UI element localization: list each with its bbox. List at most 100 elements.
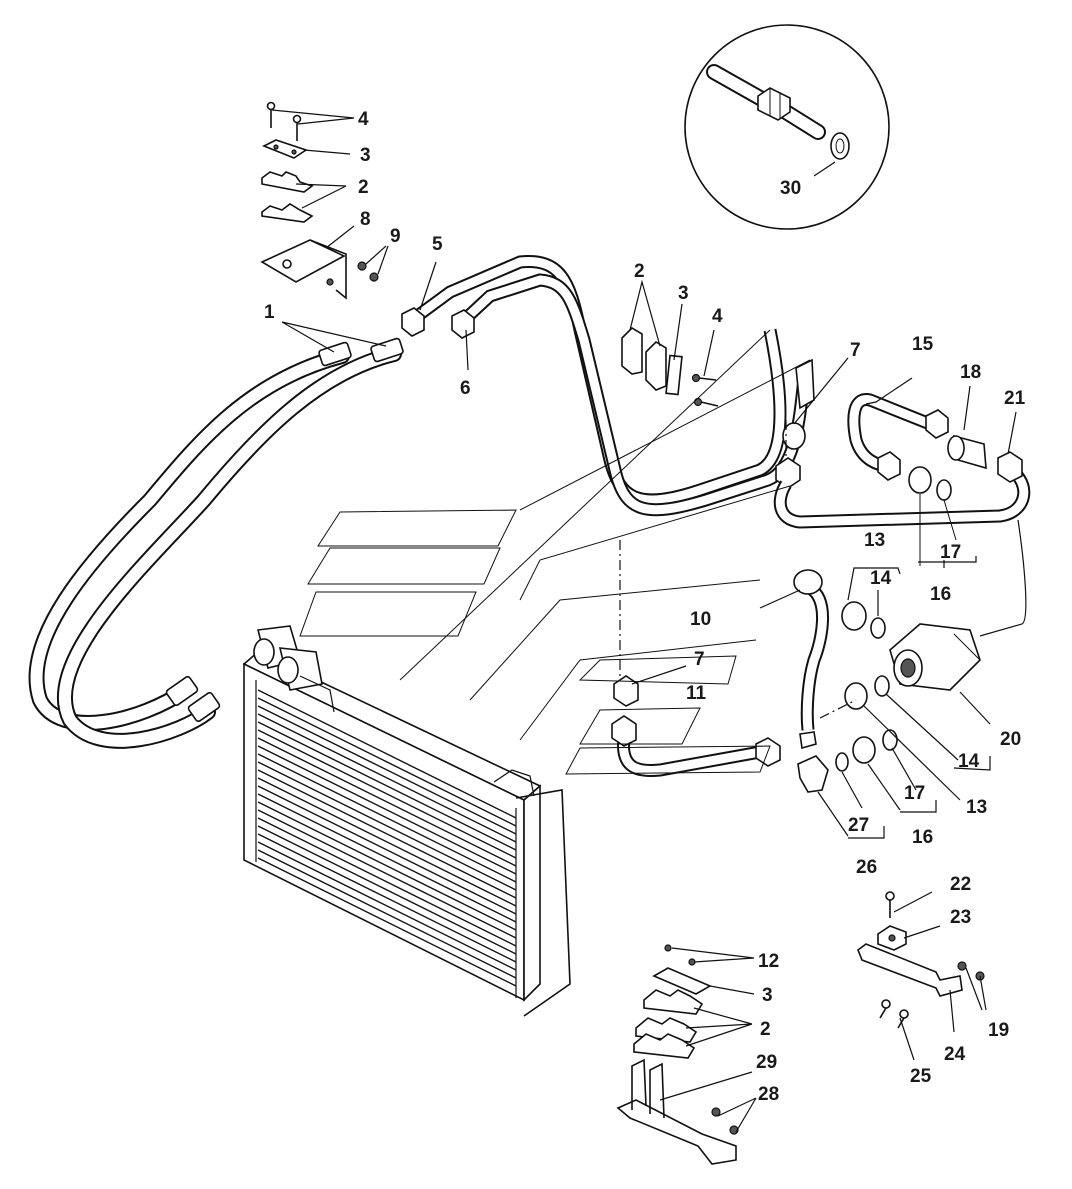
callout-27: 27 — [848, 815, 869, 836]
radiator-fin — [257, 801, 517, 931]
pipe-10 — [793, 569, 829, 731]
callout-6: 6 — [460, 378, 471, 399]
radiator-fin — [257, 705, 517, 835]
lower-clamp-assembly — [616, 944, 739, 1165]
leader-lines — [271, 109, 1017, 1133]
callout-24: 24 — [944, 1044, 966, 1065]
radiator-fin — [257, 777, 517, 907]
callout-4: 4 — [712, 306, 723, 327]
callout-9: 9 — [390, 226, 401, 247]
radiator-fin — [257, 825, 517, 955]
fitting-16-upper — [908, 466, 932, 494]
bracket-8 — [260, 239, 347, 300]
seal-ring-30 — [830, 132, 850, 160]
radiator-fin — [257, 761, 517, 891]
nuts-19 — [957, 961, 985, 981]
fitting-13-lower — [844, 682, 868, 710]
radiator-fin — [257, 849, 517, 979]
radiator-fin — [257, 785, 517, 915]
callout-25: 25 — [910, 1066, 932, 1087]
callout-22: 22 — [950, 874, 971, 895]
callout-14: 14 — [958, 751, 980, 772]
screws-9 — [357, 261, 379, 282]
nut-7-lower — [775, 457, 801, 489]
callout-1: 1 — [264, 302, 275, 323]
nut-11 — [611, 715, 637, 747]
screws-4 — [691, 373, 719, 407]
callout-2: 2 — [634, 261, 645, 282]
radiator-fin — [257, 745, 517, 875]
radiator-fin — [257, 689, 517, 819]
callout-13: 13 — [966, 797, 987, 818]
nut-5 — [401, 307, 425, 337]
screws-28 — [711, 1107, 739, 1135]
radiator-fin — [257, 857, 517, 987]
nut-21 — [997, 451, 1023, 483]
callout-8: 8 — [360, 209, 371, 230]
clamp-plate-3 — [262, 139, 308, 159]
clamp-halves-2 — [261, 171, 314, 223]
upper-clamp-assembly — [260, 101, 379, 300]
oil-cooler-radiator — [242, 625, 571, 1017]
callout-12: 12 — [758, 951, 779, 972]
bolts-4 — [266, 101, 302, 141]
nut-7-mid — [613, 675, 639, 707]
ring-17-lower — [882, 729, 898, 751]
elbow-26 — [797, 752, 849, 793]
pipe-11 — [617, 737, 781, 777]
callouts: 4 3 2 8 9 5 1 6 2 3 4 7 15 18 21 30 13 1… — [264, 109, 1026, 1105]
radiator-fin — [257, 817, 517, 947]
ring-14-lower — [874, 675, 890, 697]
bracket-24 — [857, 943, 963, 997]
radiator-fin — [257, 737, 517, 867]
callout-4: 4 — [358, 109, 369, 130]
radiator-fin — [257, 753, 517, 883]
bracket-29 — [616, 1058, 737, 1165]
nut-7-upper — [782, 422, 806, 450]
bolt-22 — [885, 891, 895, 918]
callout-2: 2 — [760, 1019, 771, 1040]
callout-18: 18 — [960, 362, 981, 383]
detail-pipe — [706, 64, 826, 140]
hose-fitting — [165, 337, 404, 723]
callout-28: 28 — [758, 1084, 779, 1105]
callout-7: 7 — [850, 340, 861, 361]
callout-2: 2 — [358, 177, 369, 198]
callout-11: 11 — [686, 683, 707, 704]
radiator-fin — [257, 721, 517, 851]
callout-3: 3 — [360, 145, 371, 166]
callout-20: 20 — [1000, 729, 1021, 750]
fitting-16-lower — [852, 736, 876, 764]
nuts-12 — [664, 944, 696, 966]
callout-26: 26 — [856, 857, 877, 878]
radiator-fin — [257, 769, 517, 899]
callout-17: 17 — [940, 542, 961, 563]
pipe-15 — [847, 393, 949, 481]
radiator-fin — [257, 713, 517, 843]
callout-21: 21 — [1004, 388, 1026, 409]
tee-block-20 — [889, 623, 981, 691]
radiator-fin — [257, 841, 517, 971]
radiator-fin — [257, 729, 517, 859]
hoses-1 — [28, 337, 404, 749]
radiator-fin — [257, 793, 517, 923]
callout-16: 16 — [912, 827, 933, 848]
clamp-halves-2-lower — [633, 989, 704, 1059]
callout-3: 3 — [762, 985, 773, 1006]
radiator-fin — [257, 697, 517, 827]
detail-circle — [684, 24, 890, 230]
right-pipes — [611, 393, 1031, 793]
callout-10: 10 — [690, 609, 711, 630]
callout-19: 19 — [988, 1020, 1009, 1041]
callout-29: 29 — [756, 1052, 777, 1073]
callout-7: 7 — [694, 649, 705, 670]
callout-15: 15 — [912, 334, 934, 355]
middle-clamp-assembly — [621, 326, 719, 407]
callout-13: 13 — [864, 530, 885, 551]
callout-16: 16 — [930, 584, 951, 605]
ring-14-upper — [870, 617, 886, 639]
guide-lines — [299, 329, 811, 775]
callout-23: 23 — [950, 907, 971, 928]
callout-14: 14 — [870, 568, 892, 589]
